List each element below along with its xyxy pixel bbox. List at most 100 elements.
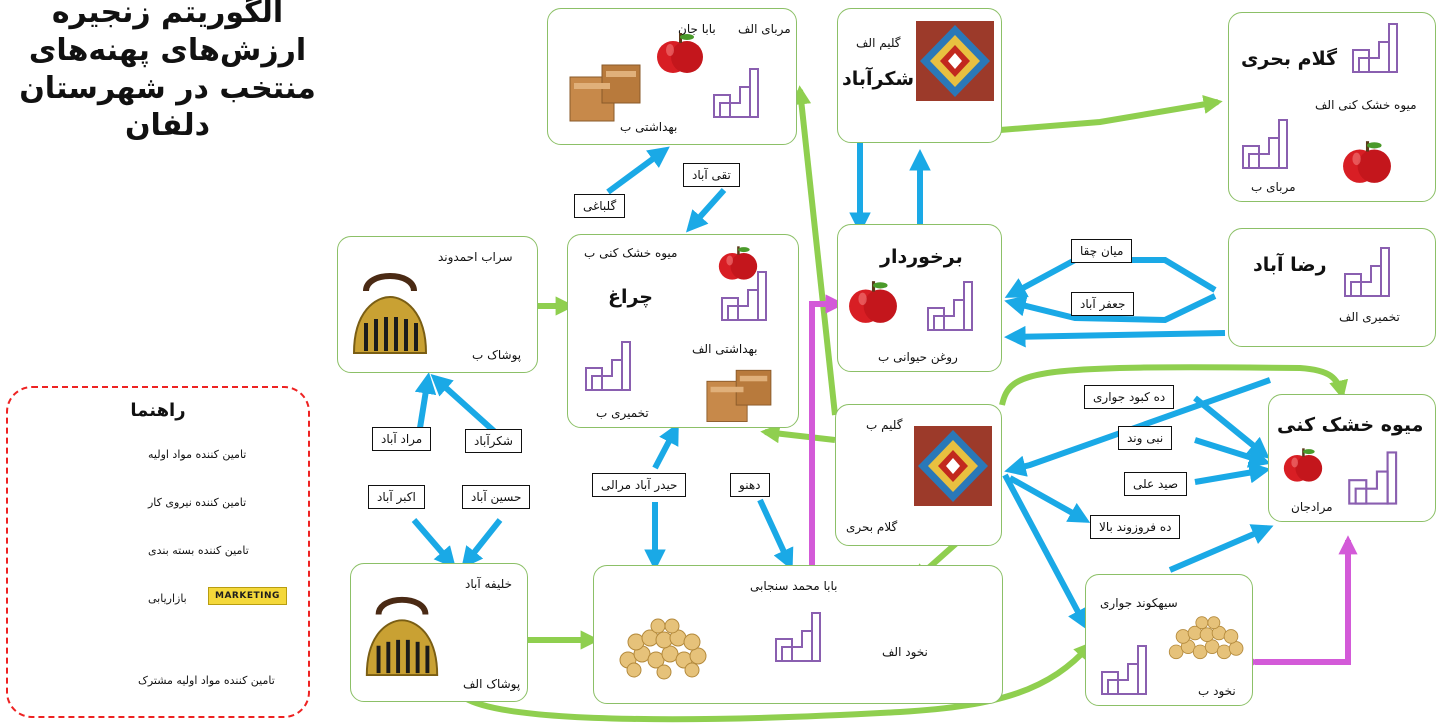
label-galbaghi: گلباغی <box>574 194 626 218</box>
village-name: گلام بحری <box>1241 48 1338 70</box>
arrow-siahkood-to-moradjan <box>1168 524 1274 573</box>
product-label: بهداشتی ب <box>620 120 678 134</box>
product-label: گلیم الف <box>856 36 901 50</box>
product-label: مربای ب <box>1251 180 1296 194</box>
node-golam-mid: گلیم ب گلام بحری <box>835 404 1002 546</box>
arrow-shared-siahkood-moradjan <box>1240 535 1358 672</box>
node-baba-jan: بابا جان مربای الف بهداشتی ب <box>547 8 797 145</box>
legend-title: راهنما <box>130 400 186 421</box>
arrow-shekarabad-to-golambahri <box>999 94 1223 133</box>
soap-box-icon <box>706 369 772 422</box>
chickpeas-icon <box>1168 616 1244 660</box>
product-label: تخمیری ب <box>596 406 649 420</box>
factory-icon <box>1242 119 1288 169</box>
arrow-nabivand-to-moradjan <box>1194 437 1271 468</box>
village-name: گلام بحری <box>846 520 898 534</box>
factory-icon <box>585 341 631 391</box>
arrow-moradjan-to-golam <box>1004 377 1272 477</box>
arrow-mianchagha <box>1004 257 1217 298</box>
node-rezaabad: رضا آباد تخمیری الف <box>1228 228 1436 347</box>
label-heydarabad: حیدر آباد مرالی <box>592 473 687 497</box>
label-dehno: دهنو <box>730 473 770 497</box>
factory-icon <box>721 271 767 321</box>
product-label: بهداشتی الف <box>692 342 758 356</box>
apple-icon <box>849 281 897 323</box>
village-name: برخوردار <box>880 246 963 268</box>
label-deh-firoozvand: ده فروزوند بالا <box>1090 515 1181 539</box>
arrow-shared-babamohammad-barkhordar <box>809 294 845 565</box>
arrow-moradabad-to-sarab <box>414 372 437 429</box>
arrow-dehkabood-to-moradjan <box>1193 395 1270 459</box>
arrow-golam-to-siahkood <box>1002 473 1088 631</box>
title-line: دلفان <box>124 108 211 144</box>
arrow-taqiabad-to-cheragh <box>685 187 727 233</box>
arrow-golam-to-dehfiroozvand <box>1008 475 1091 523</box>
arrow-khalifeabad-to-siahkood <box>463 641 1094 723</box>
title-line: ارزش‌های پهنه‌های <box>28 32 307 68</box>
product-label: میوه خشک کنی <box>1277 414 1424 436</box>
title-line: منتخب در شهرستان <box>19 70 316 106</box>
label-mianchagha: میان چقا <box>1071 239 1133 263</box>
node-baba-mohammad: بابا محمد سنجابی نخود الف <box>593 565 1003 704</box>
apple-icon <box>718 246 758 280</box>
product-label: میوه خشک کنی ب <box>584 246 678 260</box>
legend-label-shared: تامین کننده مواد اولیه مشترک <box>138 674 275 687</box>
arrow-galbaghi-to-babajan <box>606 146 670 195</box>
arrow-golam-to-babajan <box>791 85 838 416</box>
arrow-rezaabad-to-barkhordar <box>1004 325 1226 348</box>
clothes-iron-icon <box>365 596 439 677</box>
legend-label-labor: تامین کننده نیروی کار <box>148 496 247 509</box>
village-name: شکرآباد <box>842 68 915 90</box>
product-label: میوه خشک کنی الف <box>1315 98 1417 112</box>
node-sarab: سراب احمدوند پوشاک ب <box>337 236 538 373</box>
title-line: الگوریتم زنجیره <box>51 0 284 30</box>
soap-box-icon <box>569 64 641 122</box>
clothes-iron-icon <box>352 273 428 354</box>
node-shekarabad: گلیم الف شکرآباد <box>837 8 1002 143</box>
factory-icon <box>1344 247 1390 297</box>
legend-label-marketing: بازاریابی <box>148 592 187 605</box>
node-moradjan: میوه خشک کنی مرادجان <box>1268 394 1436 522</box>
legend-label-packaging: تامین کننده بسته بندی <box>148 544 249 557</box>
product-label: تخمیری الف <box>1339 310 1400 324</box>
arrow-hosseinabad-to-khalifeabad <box>461 518 503 569</box>
label-akbar-abad: اکبر آباد <box>368 485 425 509</box>
legend-box: راهنما تامین کننده مواد اولیه تامین کنند… <box>6 386 310 718</box>
product-label: پوشاک الف <box>463 677 521 691</box>
label-nabi-vand: نبی وند <box>1118 426 1173 450</box>
label-shekar-abad: شکرآباد <box>465 429 522 453</box>
factory-icon <box>927 281 973 331</box>
village-name: بابا جان <box>678 22 716 36</box>
factory-icon <box>1352 23 1398 73</box>
village-name: خلیفه آباد <box>465 577 513 591</box>
arrow-heydarabad-to-cheragh <box>652 422 679 470</box>
apple-icon <box>1343 141 1391 183</box>
apple-icon <box>1283 448 1323 482</box>
product-label: پوشاک ب <box>472 348 522 362</box>
arrow-golam-to-cheragh <box>760 424 836 444</box>
village-name: چراغ <box>608 286 654 308</box>
arrow-dehno-to-babamohammad <box>757 498 794 571</box>
village-name: سراب احمدوند <box>438 250 513 264</box>
chickpeas-icon <box>619 618 707 680</box>
factory-icon <box>713 68 759 118</box>
factory-icon <box>1348 451 1398 505</box>
legend-label-raw: تامین کننده مواد اولیه <box>148 448 247 461</box>
node-khalifeabad: خلیفه آباد پوشاک الف <box>350 563 528 702</box>
product-label: مربای الف <box>738 22 791 36</box>
node-siahkood: سیهکوند جواری نخود ب <box>1085 574 1253 706</box>
label-deh-kabood: ده کبود جواری <box>1084 385 1175 409</box>
village-name: رضا آباد <box>1253 254 1327 276</box>
marketing-badge: MARKETING <box>208 587 287 605</box>
label-morad-abad: مراد آباد <box>372 427 432 451</box>
label-hossein-abad: حسین آباد <box>462 485 531 509</box>
page-title: الگوریتم زنجیره ارزش‌های پهنه‌های منتخب … <box>0 0 335 145</box>
label-seyed-ali: صید علی <box>1124 472 1188 496</box>
arrow-jafarabad <box>1004 293 1217 324</box>
node-barkhordar: برخوردار روغن حیوانی ب <box>837 224 1002 372</box>
product-label: نخود ب <box>1198 684 1236 698</box>
arrow-akbarabad-to-khalifeabad <box>411 518 456 569</box>
label-taqiabad: تقی آباد <box>683 163 740 187</box>
product-label: گلیم ب <box>866 418 903 432</box>
village-name: بابا محمد سنجابی <box>750 579 838 593</box>
